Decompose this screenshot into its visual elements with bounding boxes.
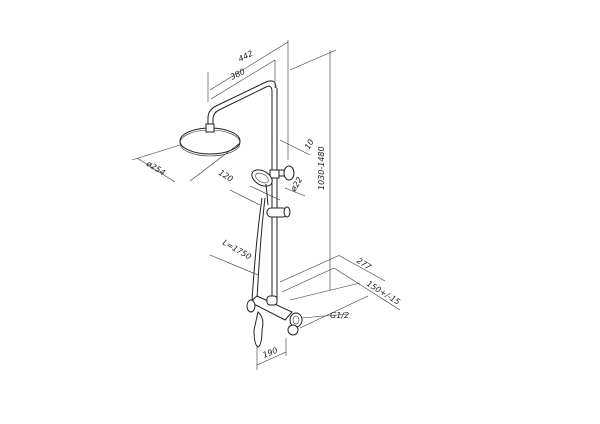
- dim-depth-total: 277: [355, 256, 373, 272]
- dim-hand-shower-offset: 120: [217, 168, 235, 184]
- dim-wall-gap: 10: [303, 138, 316, 151]
- dimension-lines: [131, 40, 401, 370]
- thermostatic-mixer: [246, 295, 303, 348]
- dim-mixer-center: 150+/-15: [365, 279, 402, 307]
- hose: [251, 197, 263, 301]
- dim-head-diameter: ø254: [144, 159, 167, 178]
- shower-arm: [207, 80, 277, 124]
- wall-bracket: [269, 165, 295, 181]
- spout: [253, 311, 264, 348]
- dim-height-range: 1030-1480: [317, 146, 326, 190]
- overhead-shower-head: [179, 123, 241, 157]
- riser-pipe: [271, 88, 278, 300]
- dim-hose-length: L=1750: [221, 238, 253, 262]
- dim-connection-thread: G1/2: [330, 311, 349, 320]
- dim-spout-depth: 190: [261, 346, 279, 360]
- slider: [266, 206, 291, 218]
- hand-shower: [251, 169, 273, 206]
- dim-width-total: 442: [237, 49, 255, 64]
